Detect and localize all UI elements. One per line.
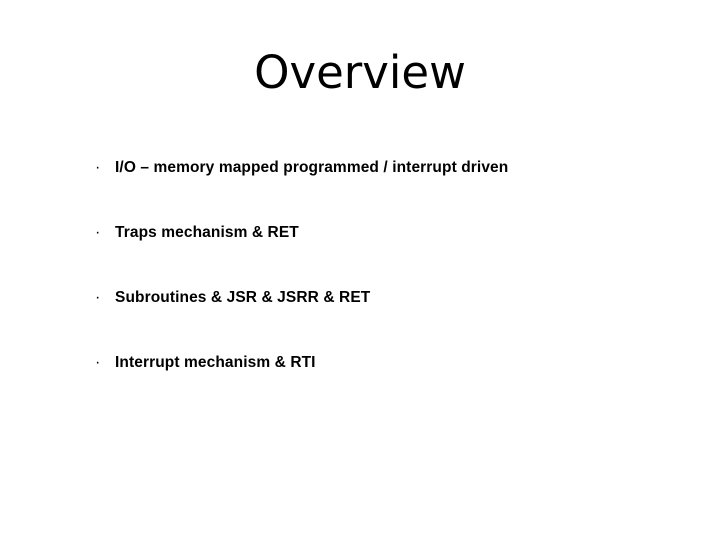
bullet-list: · I/O – memory mapped programmed / inter… xyxy=(92,158,672,418)
bullet-text: Interrupt mechanism & RTI xyxy=(115,354,316,371)
bullet-dot-icon: · xyxy=(95,159,101,176)
list-item: · Interrupt mechanism & RTI xyxy=(92,353,672,418)
bullet-dot-icon: · xyxy=(95,224,101,241)
page-title: Overview xyxy=(254,46,466,99)
list-item: · Traps mechanism & RET xyxy=(92,223,672,288)
bullet-dot-icon: · xyxy=(95,289,101,306)
bullet-text: Traps mechanism & RET xyxy=(115,224,299,241)
bullet-text: I/O – memory mapped programmed / interru… xyxy=(115,159,509,176)
list-item: · I/O – memory mapped programmed / inter… xyxy=(92,158,672,223)
list-item: · Subroutines & JSR & JSRR & RET xyxy=(92,288,672,353)
bullet-text: Subroutines & JSR & JSRR & RET xyxy=(115,289,371,306)
bullet-dot-icon: · xyxy=(95,354,101,371)
